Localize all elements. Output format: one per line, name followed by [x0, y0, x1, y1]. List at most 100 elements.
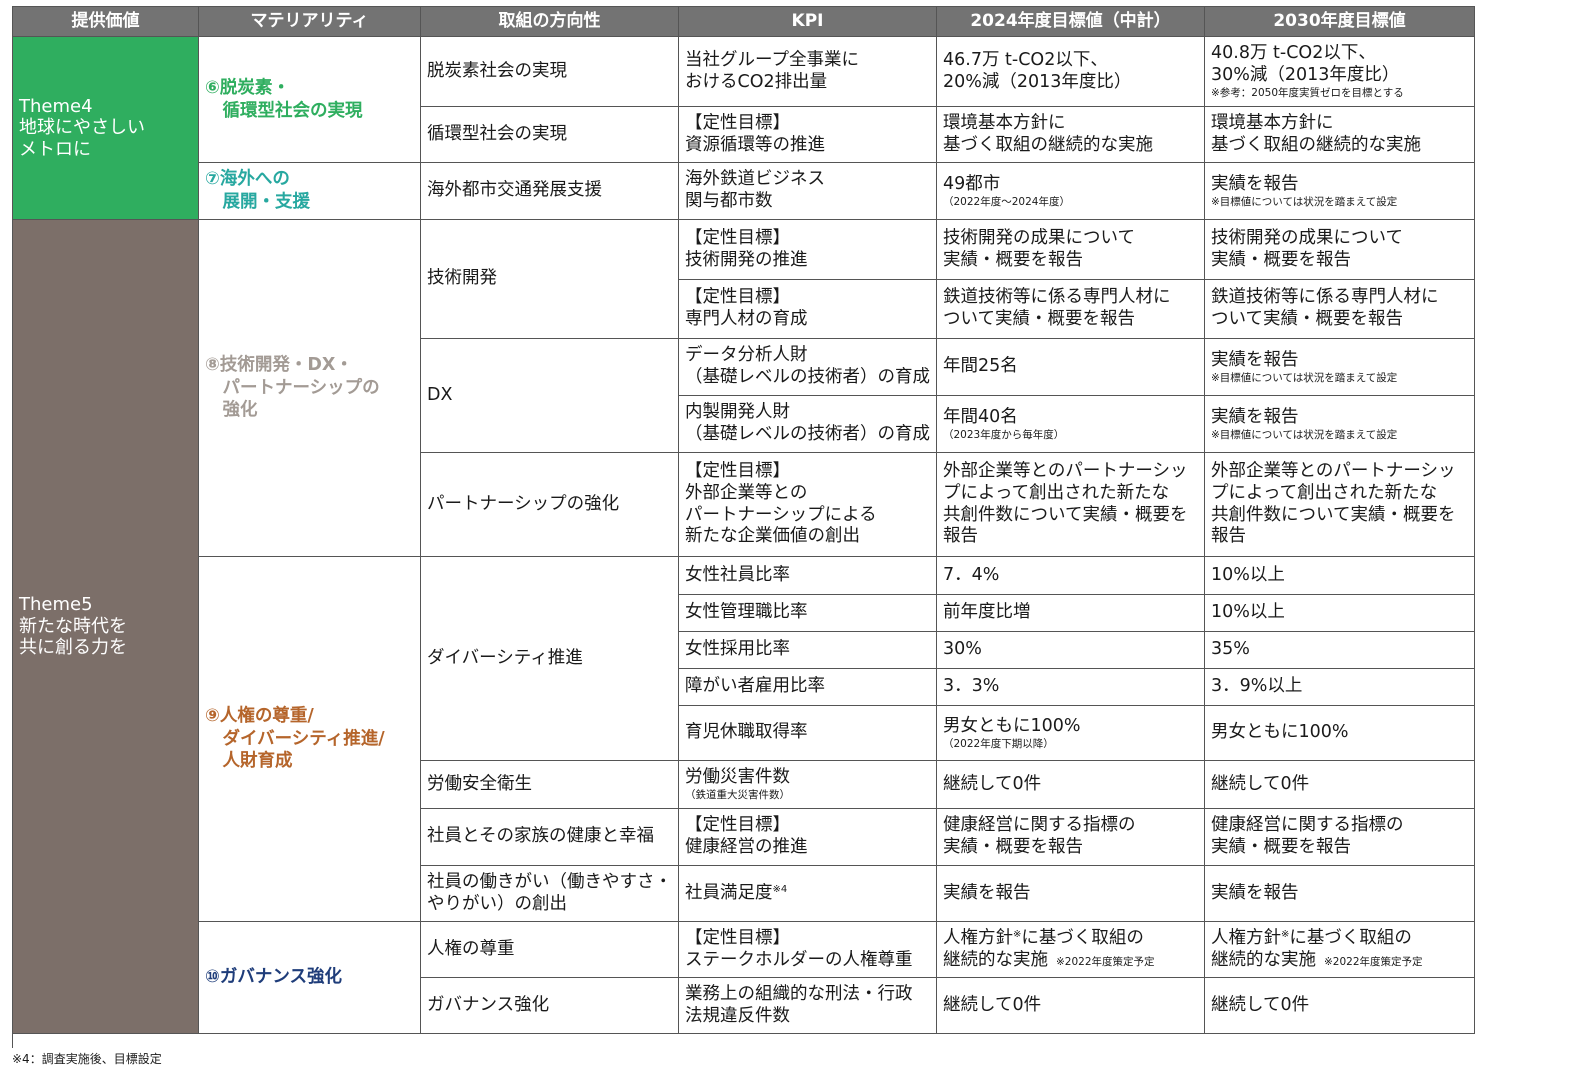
target-2030-cell: 人権方針※に基づく取組の 継続的な実施※2022年度策定予定	[1205, 922, 1475, 978]
direction-overseas: 海外都市交通発展支援	[421, 163, 679, 220]
target-2030-cell: 継続して0件	[1205, 761, 1475, 809]
kpi-table: 提供価値 マテリアリティ 取組の方向性 KPI 2024年度目標値（中計） 20…	[12, 6, 1475, 1048]
direction-governance: ガバナンス強化	[421, 978, 679, 1034]
kpi-cell: 【定性目標】 技術開発の推進	[679, 220, 937, 280]
target-2030-cell: 35%	[1205, 632, 1475, 669]
target-2030-ref: ※	[1281, 928, 1290, 940]
header-materiality: マテリアリティ	[199, 7, 421, 37]
kpi-cell: 社員満足度※4	[679, 866, 937, 922]
kpi-value: 社員満足度※4	[685, 883, 930, 905]
target-2024-cell: 継続して0件	[937, 761, 1205, 809]
target-2030-note: ※目標値については状況を踏まえて設定	[1211, 428, 1398, 441]
target-2030-cell: 外部企業等とのパートナーシッ プによって創出された新たな 共創件数について実績・…	[1205, 453, 1475, 557]
target-2024-cell: 30%	[937, 632, 1205, 669]
kpi-cell: 【定性目標】 健康経営の推進	[679, 809, 937, 866]
kpi-cell: 内製開発人財 （基礎レベルの技術者）の育成	[679, 396, 937, 453]
kpi-cell: 労働災害件数（鉄道重大災害件数）	[679, 761, 937, 809]
target-2024-cell: 継続して0件	[937, 978, 1205, 1034]
kpi-cell: 【定性目標】 ステークホルダーの人権尊重	[679, 922, 937, 978]
kpi-cell: 業務上の組織的な刑法・行政 法規違反件数	[679, 978, 937, 1034]
target-2030-value: 40.8万 t-CO2以下、 30%減（2013年度比）	[1211, 43, 1400, 86]
target-2024-note: （2023年度から毎年度）	[943, 428, 1065, 441]
target-2024-line1: 人権方針※に基づく取組の	[943, 928, 1198, 950]
target-2030-note: ※参考：2050年度実質ゼロを目標とする	[1211, 87, 1404, 100]
target-2024-value: 46.7万 t-CO2以下、 20%減（2013年度比）	[943, 49, 1132, 92]
target-2024-note: ※2022年度策定予定	[1056, 955, 1155, 968]
target-2024-text: に基づく取組の	[1021, 927, 1144, 948]
direction-decarbon: 脱炭素社会の実現	[421, 37, 679, 107]
theme5-cell: Theme5 新たな時代を 共に創る力を	[13, 220, 199, 1034]
target-2030-cell: 3．9%以上	[1205, 669, 1475, 706]
materiality-10: ⑩ガバナンス強化	[199, 922, 421, 1034]
kpi-cell: 【定性目標】 資源循環等の推進	[679, 107, 937, 163]
kpi-cell: 女性管理職比率	[679, 595, 937, 632]
target-2024-value: 年間40名	[943, 406, 1018, 427]
target-2030-cell: 40.8万 t-CO2以下、 30%減（2013年度比）※参考：2050年度実質…	[1205, 37, 1475, 107]
direction-engagement: 社員の働きがい（働きやすさ・ やりがい）の創出	[421, 866, 679, 922]
target-2024-value: 男女ともに100%	[943, 715, 1081, 736]
target-2024-cell: 年間40名（2023年度から毎年度）	[937, 396, 1205, 453]
kpi-cell: 女性採用比率	[679, 632, 937, 669]
direction-partnership: パートナーシップの強化	[421, 453, 679, 557]
target-2030-cell: 実績を報告※目標値については状況を踏まえて設定	[1205, 396, 1475, 453]
direction-human-rights: 人権の尊重	[421, 922, 679, 978]
materiality-6: ⑥脱炭素・ 循環型社会の実現	[199, 37, 421, 163]
footnote: ※4：調査実施後、目標設定	[12, 1052, 162, 1066]
target-2030-cell: 環境基本方針に 基づく取組の継続的な実施	[1205, 107, 1475, 163]
target-2030-note: ※目標値については状況を踏まえて設定	[1211, 195, 1398, 208]
target-2024-cell: 7．4%	[937, 557, 1205, 595]
target-2030-cell: 10%以上	[1205, 557, 1475, 595]
target-2024-line2: 継続的な実施 ※2022年度策定予定	[943, 950, 1198, 972]
kpi-cell: データ分析人財 （基礎レベルの技術者）の育成	[679, 339, 937, 396]
target-2030-cell: 鉄道技術等に係る専門人材に ついて実績・概要を報告	[1205, 280, 1475, 339]
target-2030-cell: 技術開発の成果について 実績・概要を報告	[1205, 220, 1475, 280]
target-2024-value: 49都市	[943, 173, 1001, 194]
target-2030-cell: 実績を報告※目標値については状況を踏まえて設定	[1205, 339, 1475, 396]
target-2024-ref: ※	[1013, 928, 1022, 940]
kpi-text: 社員満足度	[685, 882, 773, 903]
target-2030-cell: 実績を報告※目標値については状況を踏まえて設定	[1205, 163, 1475, 220]
target-2030-line2: 継続的な実施※2022年度策定予定	[1211, 950, 1468, 972]
target-2030-cell: 10%以上	[1205, 595, 1475, 632]
header-direction: 取組の方向性	[421, 7, 679, 37]
target-2030-cell: 継続して0件	[1205, 978, 1475, 1034]
target-2024-cell: 年間25名	[937, 339, 1205, 396]
target-2024-cell: 49都市（2022年度～2024年度）	[937, 163, 1205, 220]
target-2024-cell: 技術開発の成果について 実績・概要を報告	[937, 220, 1205, 280]
kpi-cell: 障がい者雇用比率	[679, 669, 937, 706]
target-2024-cell: 男女ともに100%（2022年度下期以降）	[937, 706, 1205, 761]
target-2024-note: （2022年度下期以降）	[943, 737, 1054, 750]
kpi-cell: 【定性目標】 専門人材の育成	[679, 280, 937, 339]
direction-circular: 循環型社会の実現	[421, 107, 679, 163]
target-2030-note: ※目標値については状況を踏まえて設定	[1211, 371, 1398, 384]
direction-diversity: ダイバーシティ推進	[421, 557, 679, 761]
materiality-9: ⑨人権の尊重/ ダイバーシティ推進/ 人財育成	[199, 557, 421, 922]
target-2030-text2: 継続的な実施	[1211, 949, 1316, 970]
materiality-8: ⑧技術開発・DX・ パートナーシップの 強化	[199, 220, 421, 557]
target-2024-note: （2022年度～2024年度）	[943, 195, 1070, 208]
target-2024-cell: 健康経営に関する指標の 実績・概要を報告	[937, 809, 1205, 866]
target-2030-line1: 人権方針※に基づく取組の	[1211, 928, 1468, 950]
target-2024-text2: 継続的な実施	[943, 949, 1048, 970]
header-kpi: KPI	[679, 7, 937, 37]
target-2024-cell: 実績を報告	[937, 866, 1205, 922]
kpi-cell: 育児休職取得率	[679, 706, 937, 761]
target-2024-cell: 人権方針※に基づく取組の 継続的な実施 ※2022年度策定予定	[937, 922, 1205, 978]
target-2024-cell: 3．3%	[937, 669, 1205, 706]
kpi-value: 労働災害件数	[685, 767, 790, 788]
target-2030-value: 実績を報告	[1211, 173, 1299, 194]
target-2030-text: に基づく取組の	[1289, 927, 1412, 948]
target-2024-cell: 外部企業等とのパートナーシッ プによって創出された新たな 共創件数について実績・…	[937, 453, 1205, 557]
kpi-cell: 女性社員比率	[679, 557, 937, 595]
direction-safety: 労働安全衛生	[421, 761, 679, 809]
header-target-2024: 2024年度目標値（中計）	[937, 7, 1205, 37]
materiality-7: ⑦海外への 展開・支援	[199, 163, 421, 220]
target-2030-value: 実績を報告	[1211, 406, 1299, 427]
target-2024-cell: 鉄道技術等に係る専門人材に ついて実績・概要を報告	[937, 280, 1205, 339]
kpi-cell: 当社グループ全事業に おけるCO2排出量	[679, 37, 937, 107]
direction-dx: DX	[421, 339, 679, 453]
kpi-note: （鉄道重大災害件数）	[685, 789, 790, 802]
header-target-2030: 2030年度目標値	[1205, 7, 1475, 37]
theme4-cell: Theme4 地球にやさしい メトロに	[13, 37, 199, 220]
direction-health: 社員とその家族の健康と幸福	[421, 809, 679, 866]
